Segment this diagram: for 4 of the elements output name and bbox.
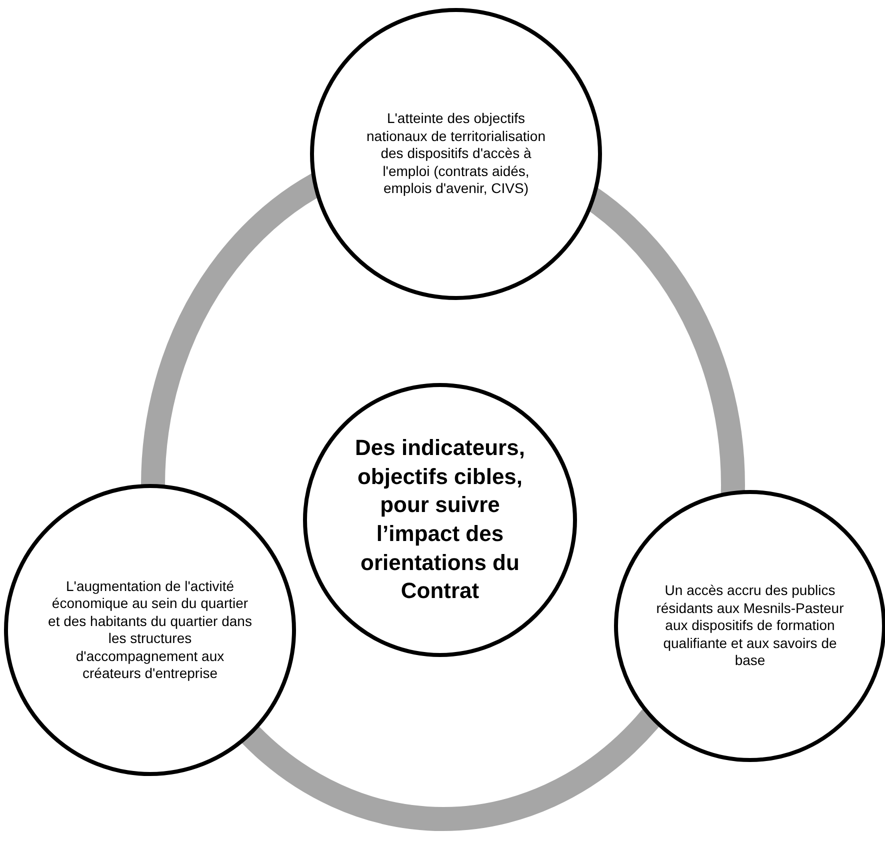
node-text: L'augmentation de l'activité économique au sein du quartier et des habitants du quartier dans les structures d'accompagnement aux créateurs d'entreprise <box>48 578 252 682</box>
node-text: Des indicateurs, objectifs cibles, pour suivre l’impact des orientations du Contrat <box>354 434 526 606</box>
node-text: Un accès accru des publics résidants aux Mesnils-Pasteur aux dispositifs de formation qualifiante et aux savoirs de base <box>655 582 845 670</box>
node-text: L'atteinte des objectifs nationaux de territorialisation des dispositifs d'accès à l'emploi (contrats aidés, emplois d'avenir, CIVS) <box>366 110 546 198</box>
